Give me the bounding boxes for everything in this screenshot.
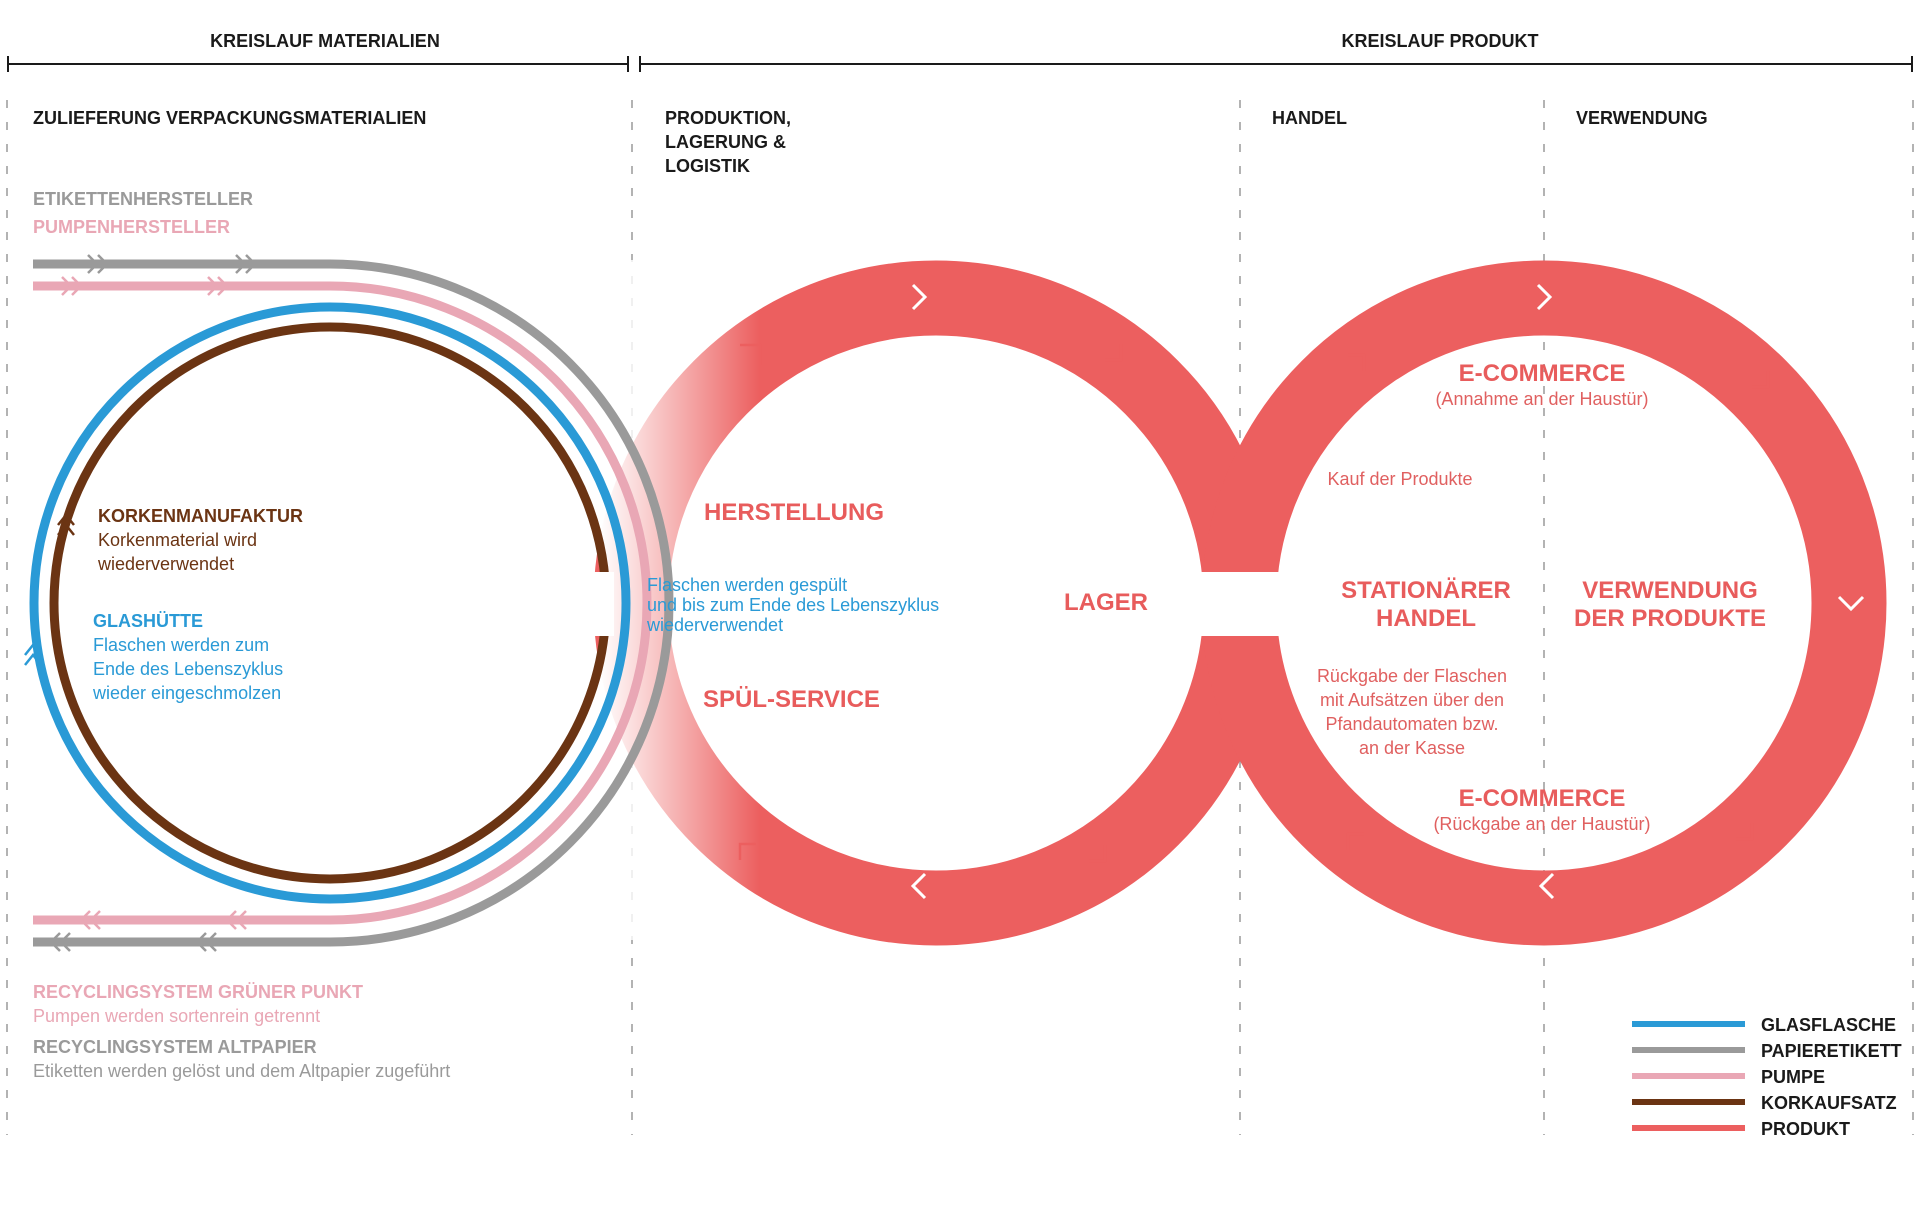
flow-arrows-product (910, 283, 1865, 900)
loop-paper-bottom (33, 602, 674, 947)
flow-arrows-materials (24, 254, 257, 952)
rinse-text-3: wiederverwendet (646, 615, 783, 635)
column-header-zulieferung: ZULIEFERUNG VERPACKUNGSMATERIALIEN (33, 108, 426, 128)
loop-pump-top (33, 281, 652, 604)
return-text-3: Pfandautomaten bzw. (1325, 714, 1498, 734)
recycling-gruen-text: Pumpen werden sortenrein getrennt (33, 1006, 320, 1026)
stationaer-1: STATIONÄRER (1341, 577, 1511, 604)
top-brackets (7, 56, 1913, 72)
return-text-1: Rückgabe der Flaschen (1317, 666, 1507, 686)
legend-label-korkaufsatz: KORKAUFSATZ (1761, 1093, 1897, 1113)
legend-label-glasflasche: GLASFLASCHE (1761, 1015, 1896, 1035)
rinse-text-1: Flaschen werden gespült (647, 575, 847, 595)
ecommerce-top-title: E-COMMERCE (1459, 360, 1626, 387)
column-header-handel: HANDEL (1272, 108, 1347, 128)
column-separators (6, 100, 1914, 1135)
cork-text-2: wiederverwendet (97, 554, 234, 574)
legend-label-papieretikett: PAPIERETIKETT (1761, 1041, 1902, 1061)
label-lager: LAGER (1064, 589, 1148, 616)
return-text-4: an der Kasse (1359, 738, 1465, 758)
recycling-papier-text: Etiketten werden gelöst und dem Altpapie… (33, 1061, 450, 1081)
recycling-papier-title: RECYCLINGSYSTEM ALTPAPIER (33, 1037, 317, 1057)
use-1: VERWENDUNG (1582, 577, 1758, 604)
glass-text-1: Flaschen werden zum (93, 635, 269, 655)
column-header-produktion-2: LAGERUNG & (665, 132, 786, 152)
loop-gaps (592, 572, 614, 636)
legend-label-pumpe: PUMPE (1761, 1067, 1825, 1087)
legend: GLASFLASCHE PAPIERETIKETT PUMPE KORKAUFS… (1632, 1015, 1902, 1139)
ecommerce-top-sub: (Annahme an der Haustür) (1435, 389, 1648, 409)
loop-cork (49, 322, 611, 884)
kauf-text: Kauf der Produkte (1327, 469, 1472, 489)
column-header-produktion-3: LOGISTIK (665, 156, 750, 176)
ecommerce-bottom-sub: (Rückgabe an der Haustür) (1433, 814, 1650, 834)
ecommerce-bottom-title: E-COMMERCE (1459, 785, 1626, 812)
return-text-2: mit Aufsätzen über den (1320, 690, 1504, 710)
cork-title: KORKENMANUFAKTUR (98, 506, 303, 526)
stationaer-2: HANDEL (1376, 605, 1476, 632)
glass-title: GLASHÜTTE (93, 611, 203, 631)
use-2: DER PRODUKTE (1574, 605, 1766, 632)
header-kreislauf-produkt: KREISLAUF PRODUKT (1342, 31, 1539, 51)
material-loops (29, 259, 674, 947)
loop-glass (29, 302, 631, 904)
arrow-left (910, 872, 927, 900)
recycling-gruen-title: RECYCLINGSYSTEM GRÜNER PUNKT (33, 982, 363, 1002)
loop-pump-bottom (33, 602, 652, 925)
glass-text-3: wieder eingeschmolzen (92, 683, 281, 703)
label-herstellung: HERSTELLUNG (704, 499, 884, 526)
column-header-verwendung: VERWENDUNG (1576, 108, 1708, 128)
loop-paper-top (33, 259, 674, 604)
arrow-down (1837, 595, 1865, 612)
legend-label-produkt: PRODUKT (1761, 1119, 1850, 1139)
arrow-left (1538, 872, 1555, 900)
header-kreislauf-materialien: KREISLAUF MATERIALIEN (210, 31, 440, 51)
label-pumpenhersteller: PUMPENHERSTELLER (33, 217, 230, 237)
label-etikettenhersteller: ETIKETTENHERSTELLER (33, 189, 253, 209)
label-spuel-service: SPÜL-SERVICE (703, 686, 880, 713)
arrow-right (911, 283, 928, 311)
cork-text-1: Korkenmaterial wird (98, 530, 257, 550)
column-header-produktion-1: PRODUKTION, (665, 108, 791, 128)
junction-gap (1195, 572, 1280, 636)
glass-text-2: Ende des Lebenszyklus (93, 659, 283, 679)
arrow-right (1536, 283, 1553, 311)
rinse-text-2: und bis zum Ende des Lebenszyklus (647, 595, 939, 615)
corner-marks (738, 343, 1770, 863)
